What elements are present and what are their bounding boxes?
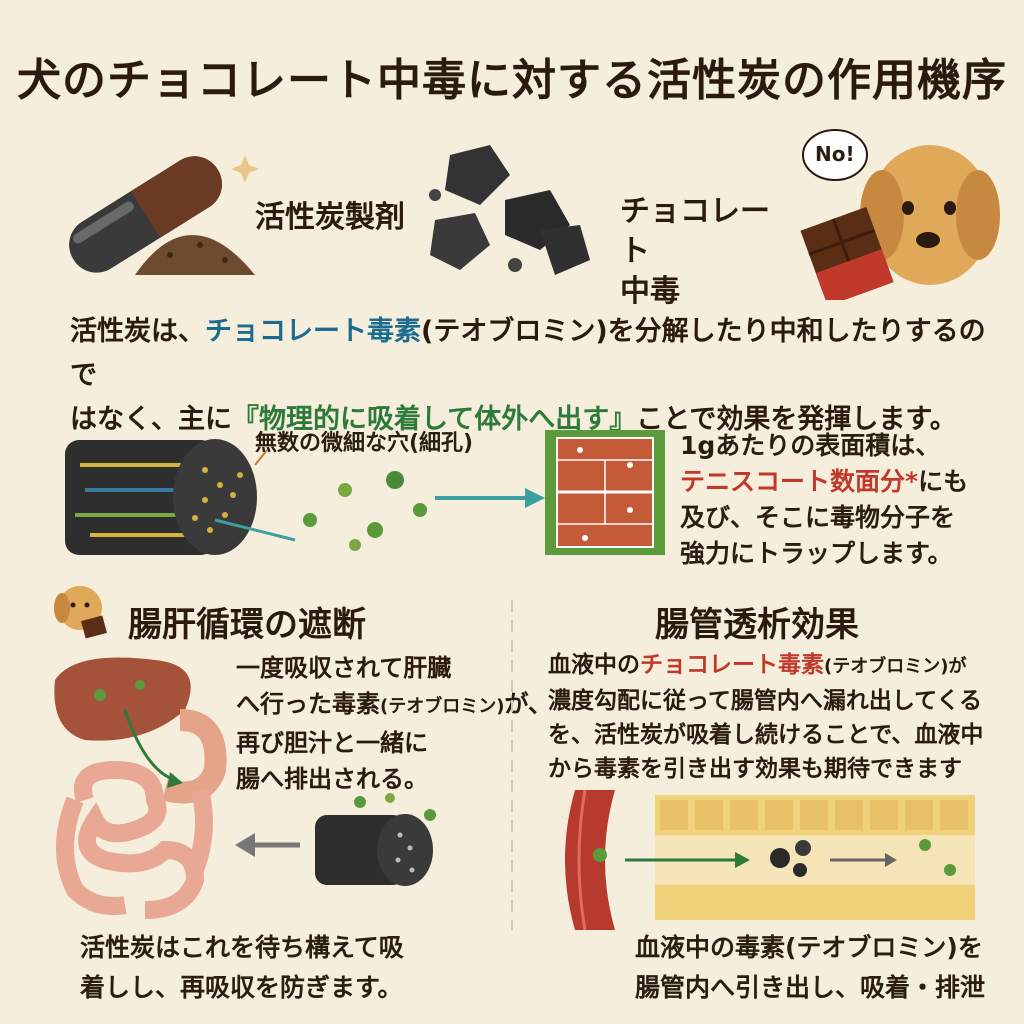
chocolate-poisoning-label: チョコレート 中毒 (620, 194, 770, 309)
desc-line: から毒素を引き出す効果も期待できます (548, 756, 962, 782)
right-conclusion: 血液中の毒素(テオブロミン)を 腸管内へ引き出し、吸着・排泄 (635, 928, 985, 1008)
charcoal-adsorbing-icon (235, 793, 436, 886)
desc-line: 一度吸収されて肝臓 (236, 654, 452, 682)
intro-text: ことで効果を発揮します。 (636, 404, 957, 435)
desc-line: 血液中のチョコレート毒素(テオブロミン)が (548, 648, 983, 684)
surface-text: にも (918, 467, 969, 496)
gut-dialysis-description: 血液中のチョコレート毒素(テオブロミン)が 濃度勾配に従って腸管内へ漏れ出してく… (548, 648, 983, 786)
intro-text: 活性炭は、 (70, 316, 205, 347)
desc-line: 腸へ排出される。 (236, 765, 428, 793)
liver-intestine-icon (54, 657, 227, 919)
desc-line: を、活性炭が吸着し続けることで、血液中 (548, 722, 984, 748)
physical-adsorption-highlight: 『物理的に吸着して体外へ出す』 (232, 404, 637, 435)
tennis-court-icon (545, 430, 665, 555)
conclusion-line: 腸管内へ引き出し、吸着・排泄 (635, 973, 986, 1002)
charcoal-formulation-label: 活性炭製剤 (255, 200, 405, 235)
conclusion-line: 血液中の毒素(テオブロミン)を (635, 933, 983, 962)
conclusion-line: 着しし、再吸収を防ぎます。 (80, 973, 403, 1002)
charcoal-chunks-icon (429, 145, 590, 275)
charcoal-pore-cylinder-icon (65, 439, 545, 555)
conclusion-line: 活性炭はこれを待ち構えて吸 (80, 933, 404, 962)
desc-line: 濃度勾配に従って腸管内へ漏れ出してくる (548, 688, 983, 714)
enterohepatic-description: 一度吸収されて肝臓 へ行った毒素(テオブロミン)が、 再び胆汁と一緒に 腸へ排出… (236, 650, 552, 797)
desc-line: 再び胆汁と一緒に (236, 729, 428, 757)
section-divider (511, 600, 513, 930)
small-dog-icon (54, 586, 107, 639)
gut-dialysis-heading: 腸管透析効果 (655, 605, 859, 645)
tennis-courts-highlight: テニスコート数面分 (680, 467, 906, 496)
blood-vessel-intestine-icon (565, 790, 975, 930)
intro-text: (テオブロミン)を分解したり中和したりするので (70, 316, 986, 391)
surface-area-text: 1gあたりの表面積は、 テニスコート数面分*にも 及び、そこに毒物分子を 強力に… (680, 428, 968, 572)
intro-line-2: はなく、主に『物理的に吸着して体外へ出す』ことで効果を発揮します。 (70, 398, 990, 442)
left-conclusion: 活性炭はこれを待ち構えて吸 着しし、再吸収を防ぎます。 (80, 928, 404, 1008)
intro-text: はなく、主に (70, 404, 232, 435)
surface-line-1: 1gあたりの表面積は、 (680, 431, 941, 460)
chocolate-toxin-highlight: チョコレート毒素 (640, 652, 824, 678)
asterisk-note: * (905, 467, 919, 496)
enterohepatic-heading: 腸肝循環の遮断 (128, 605, 366, 645)
no-speech-bubble: No! (815, 142, 855, 166)
dog-with-chocolate-icon (800, 129, 1000, 300)
surface-line-4: 強力にトラップします。 (680, 539, 953, 568)
intro-paragraph: 活性炭は、チョコレート毒素(テオブロミン)を分解したり中和したりするので はなく… (70, 310, 990, 442)
desc-text: 血液中の (548, 652, 640, 678)
charcoal-capsule-icon (69, 155, 259, 275)
chocolate-toxin-highlight: チョコレート毒素 (205, 316, 421, 347)
intro-line-1: 活性炭は、チョコレート毒素(テオブロミン)を分解したり中和したりするので (70, 310, 990, 398)
desc-text: へ行った毒素 (236, 690, 380, 718)
surface-line-2: テニスコート数面分*にも (680, 464, 968, 500)
desc-line: へ行った毒素(テオブロミン)が、 (236, 686, 552, 725)
page-title: 犬のチョコレート中毒に対する活性炭の作用機序 (17, 55, 1007, 106)
theobromine-note: (テオブロミン) (380, 696, 505, 717)
pores-label: 無数の微細な穴(細孔) (255, 431, 474, 456)
theobromine-note: (テオブロミン)が (824, 656, 967, 677)
surface-line-3: 及び、そこに毒物分子を (680, 503, 956, 532)
